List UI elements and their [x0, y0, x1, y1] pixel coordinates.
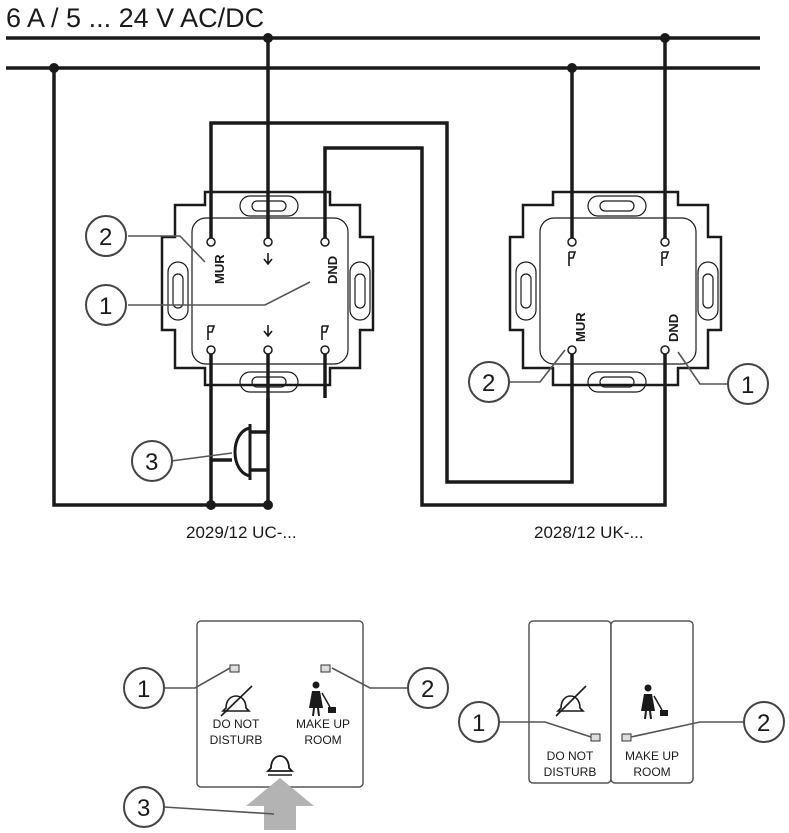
panel-right — [528, 620, 694, 784]
terminal-dnd-left: DND — [325, 256, 340, 284]
callout-2-right: 2 — [482, 370, 495, 397]
terminal-mur-left: MUR — [212, 254, 227, 284]
panel-left-dnd-line2: DISTURB — [210, 733, 263, 747]
panel-left-mur-line1: MAKE UP — [296, 717, 350, 731]
bell-icon — [265, 755, 295, 776]
junction-dot — [263, 500, 273, 510]
make-up-room-icon — [641, 684, 668, 720]
right-terminals — [567, 237, 670, 355]
callout-1-left: 1 — [99, 293, 112, 320]
panel-left — [196, 620, 364, 830]
panel-right-mur-line2: ROOM — [633, 765, 670, 779]
push-arrow-icon — [246, 778, 314, 830]
callout-2-left: 2 — [99, 224, 112, 251]
junction-dot — [206, 500, 216, 510]
do-not-disturb-icon — [220, 685, 253, 717]
panel-right-mur-line1: MAKE UP — [625, 749, 679, 763]
left-device-label: 2029/12 UC-... — [186, 523, 297, 542]
callout-2-panel-left: 2 — [421, 676, 434, 703]
panel-left-mur-line2: ROOM — [304, 733, 341, 747]
callout-1-panel-left: 1 — [137, 676, 150, 703]
terminal-dnd-right: DND — [666, 314, 681, 342]
callout-1-right: 1 — [741, 372, 754, 399]
panel-right-dnd-line2: DISTURB — [544, 765, 597, 779]
make-up-room-icon — [309, 681, 336, 717]
wires — [52, 38, 667, 507]
panel-right-dnd-line1: DO NOT — [547, 749, 594, 763]
terminal-mur-right: MUR — [573, 312, 588, 342]
panel-left-dnd-line1: DO NOT — [213, 717, 260, 731]
callouts-wiring — [85, 215, 769, 482]
callout-2-panel-right: 2 — [757, 710, 770, 737]
bell-symbol — [233, 424, 252, 480]
right-device — [508, 190, 723, 393]
left-terminals — [206, 237, 330, 355]
right-device-label: 2028/12 UK-... — [534, 523, 644, 542]
callouts-panels — [123, 667, 785, 828]
callout-1-panel-right: 1 — [472, 710, 485, 737]
supply-label: 6 A / 5 ... 24 V AC/DC — [6, 3, 264, 33]
callout-3-panel-left: 3 — [137, 795, 150, 822]
callout-3-left: 3 — [145, 449, 158, 476]
do-not-disturb-icon — [555, 685, 587, 717]
